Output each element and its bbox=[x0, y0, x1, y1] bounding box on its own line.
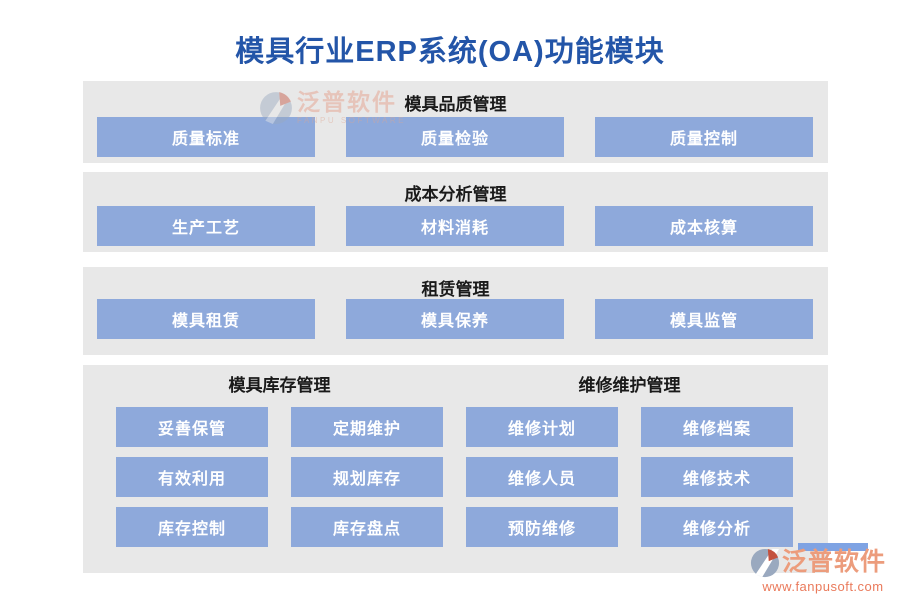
module-item: 有效利用 bbox=[116, 457, 268, 497]
logo-text: 泛普软件 bbox=[782, 548, 887, 577]
module-item: 预防维修 bbox=[466, 507, 618, 547]
decorative-bar bbox=[798, 543, 868, 551]
module-item: 维修档案 bbox=[641, 407, 793, 447]
module-item: 成本核算 bbox=[595, 206, 813, 246]
module-item: 模具保养 bbox=[346, 299, 564, 339]
section-leasing: 租赁管理 模具租赁 模具保养 模具监管 bbox=[83, 267, 828, 355]
section-cost-analysis: 成本分析管理 生产工艺 材料消耗 成本核算 bbox=[83, 172, 828, 252]
module-item: 库存控制 bbox=[116, 507, 268, 547]
logo-url: www.fanpusoft.com bbox=[762, 579, 884, 594]
module-item: 模具租赁 bbox=[97, 299, 315, 339]
module-item: 妥善保管 bbox=[116, 407, 268, 447]
module-item: 生产工艺 bbox=[97, 206, 315, 246]
section-header-maintenance: 维修维护管理 bbox=[578, 376, 681, 395]
module-item: 材料消耗 bbox=[346, 206, 564, 246]
page-title: 模具行业ERP系统(OA)功能模块 bbox=[235, 36, 665, 68]
module-item: 规划库存 bbox=[291, 457, 443, 497]
module-item: 定期维护 bbox=[291, 407, 443, 447]
module-item: 模具监管 bbox=[595, 299, 813, 339]
module-item: 质量标准 bbox=[97, 117, 315, 157]
module-item: 维修技术 bbox=[641, 457, 793, 497]
section-header: 模具品质管理 bbox=[404, 95, 507, 114]
module-item: 维修人员 bbox=[466, 457, 618, 497]
section-quality-management: 模具品质管理 质量标准 质量检验 质量控制 泛普软件 FANPU SOFTWAR… bbox=[83, 81, 828, 163]
section-header: 租赁管理 bbox=[421, 280, 490, 299]
module-item: 库存盘点 bbox=[291, 507, 443, 547]
section-header: 成本分析管理 bbox=[404, 185, 507, 204]
section-header-inventory: 模具库存管理 bbox=[228, 376, 331, 395]
footer-logo: 泛普软件 www.fanpusoft.com bbox=[750, 548, 896, 594]
fanpu-logo-icon bbox=[750, 548, 780, 578]
section-inventory-and-maintenance: 模具库存管理 维修维护管理 妥善保管 定期维护 维修计划 维修档案 有效利用 规… bbox=[83, 365, 828, 573]
module-item: 质量检验 bbox=[346, 117, 564, 157]
module-item: 维修分析 bbox=[641, 507, 793, 547]
module-item: 质量控制 bbox=[595, 117, 813, 157]
module-item: 维修计划 bbox=[466, 407, 618, 447]
